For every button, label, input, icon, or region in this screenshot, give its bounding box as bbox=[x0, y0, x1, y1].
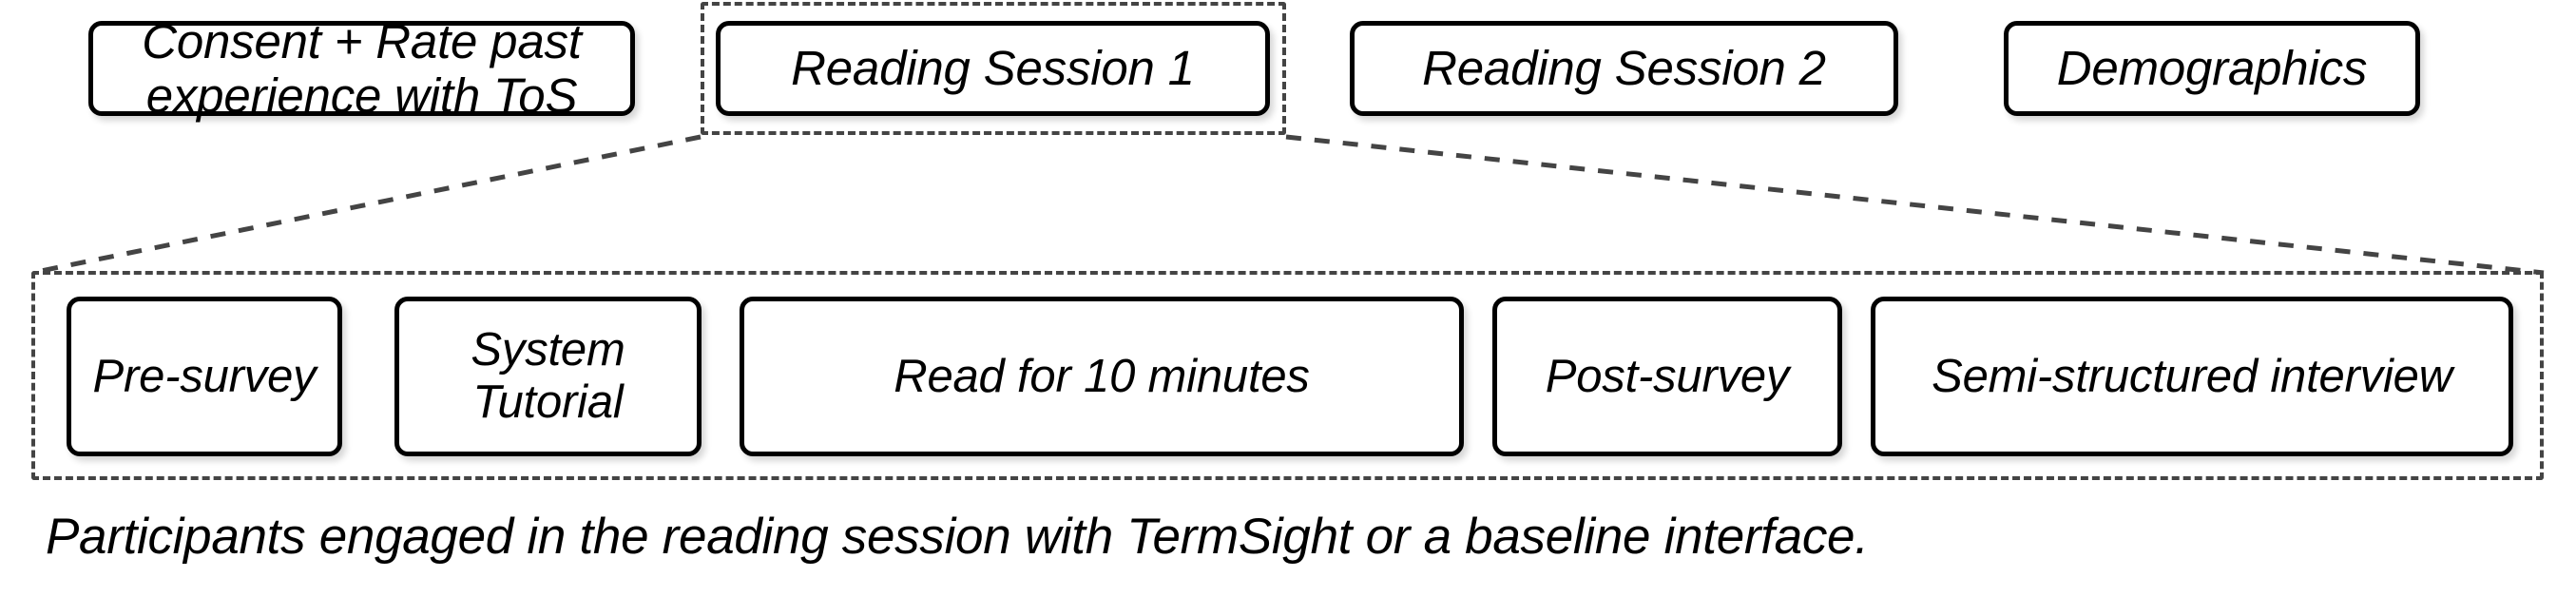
diagram-caption: Participants engaged in the reading sess… bbox=[46, 509, 1869, 565]
step-box-pre-survey[interactable]: Pre-survey bbox=[67, 297, 342, 456]
expanded-session-container bbox=[31, 271, 2544, 480]
step-box-semi-structured-interview[interactable]: Semi-structured interview bbox=[1871, 297, 2513, 456]
connector-line-left bbox=[30, 134, 702, 276]
step-box-reading-session-2[interactable]: Reading Session 2 bbox=[1350, 21, 1898, 116]
step-box-demographics[interactable]: Demographics bbox=[2004, 21, 2420, 116]
step-box-reading-session-1[interactable]: Reading Session 1 bbox=[716, 21, 1270, 116]
connector-line-right bbox=[1285, 134, 2545, 276]
step-box-consent[interactable]: Consent + Rate past experience with ToS bbox=[88, 14, 635, 123]
highlight-group-reading-session-1 bbox=[701, 2, 1286, 135]
step-box-system-tutorial[interactable]: System Tutorial bbox=[394, 297, 702, 456]
step-box-read-for-10-minutes[interactable]: Read for 10 minutes bbox=[740, 297, 1464, 456]
step-box-post-survey[interactable]: Post-survey bbox=[1492, 297, 1842, 456]
